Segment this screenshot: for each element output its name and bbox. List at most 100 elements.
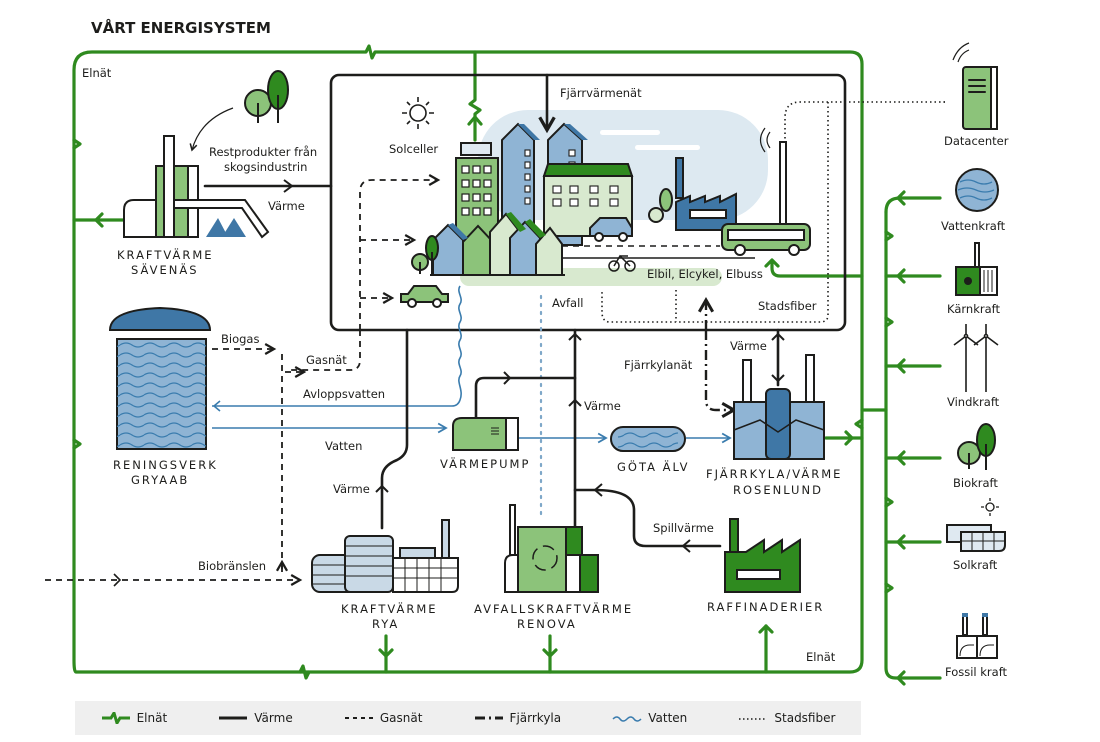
- legend-item-gasnat: Gasnät: [344, 711, 423, 725]
- kraftvarme-rya-icon: [311, 519, 459, 593]
- varmepump-label: VÄRMEPUMP: [440, 456, 530, 471]
- savenas-label-2: SÄVENÄS: [131, 262, 199, 277]
- car-icon: [400, 285, 449, 308]
- rosenlund-varme-label: Värme: [730, 339, 767, 353]
- electric-bus-icon: [721, 223, 811, 256]
- trees-icon: [244, 70, 289, 123]
- gas-city-link: [288, 330, 361, 371]
- avloppsvatten-arrow: [212, 400, 221, 412]
- varme-line-icon: [219, 716, 248, 720]
- varmepump-icon: [452, 417, 519, 451]
- fossil-plant-icon: [956, 613, 998, 659]
- savenas-varme-arrow: [283, 179, 294, 193]
- rosenlund-icon: [733, 354, 825, 460]
- gota-alv-label: GÖTA ÄLV: [617, 458, 690, 474]
- raffinaderier-label: RAFFINADERIER: [707, 600, 824, 614]
- electric-car-icon: [589, 217, 633, 242]
- legend-label: Elnät: [136, 711, 168, 725]
- nuclear-plant-icon: [955, 242, 998, 296]
- grid-arrow-rosenlund: [844, 430, 854, 446]
- city-box: [329, 73, 847, 332]
- wind-turbine-icon: [953, 324, 999, 392]
- renova-label-2: RENOVA: [517, 617, 577, 631]
- sources-grid-bus: [860, 190, 942, 686]
- rya-label-2: RYA: [372, 617, 399, 631]
- raffinaderier-icon: [724, 518, 801, 593]
- legend-label: Stadsfiber: [774, 711, 836, 725]
- avloppsvatten-label: Avloppsvatten: [303, 387, 385, 401]
- cloud: [635, 145, 700, 150]
- legend-label: Värme: [254, 711, 293, 725]
- tree-icon: [411, 235, 439, 274]
- grid-arrow-renova: [542, 648, 558, 658]
- legend-label: Fjärrkyla: [509, 711, 562, 725]
- vatten-line-icon: [612, 716, 642, 722]
- elnat-label-bottom: Elnät: [806, 650, 836, 664]
- grid-to-bus: [770, 260, 864, 278]
- grid-arrow-bus: [764, 258, 780, 268]
- fjarrkyla-line-icon: [474, 716, 503, 720]
- gryaab-label-1: RENINGSVERK: [113, 458, 218, 472]
- gryaab-label-2: GRYAAB: [131, 473, 189, 487]
- biogas-label: Biogas: [221, 332, 259, 346]
- source-label-vattenkraft: Vattenkraft: [941, 219, 1006, 233]
- fjarrkyla-from-rosenlund: [704, 330, 738, 419]
- trees-icon: [957, 423, 996, 470]
- legend-item-stadsfiber: Stadsfiber: [738, 711, 835, 725]
- green-roof-building: [542, 163, 634, 237]
- fjarrkylanat-label: Fjärrkylanät: [624, 358, 693, 372]
- gasnat-label: Gasnät: [306, 353, 347, 367]
- reningsverk-gryaab-icon: [108, 306, 212, 450]
- legend-item-fjarrkyla: Fjärrkyla: [474, 711, 562, 725]
- cloud: [600, 130, 660, 135]
- legend-item-elnat: Elnät: [101, 711, 168, 725]
- spillvarme-label: Spillvärme: [653, 521, 714, 535]
- sun-icon: [402, 97, 434, 129]
- renova-arrow-mid: [568, 398, 582, 407]
- rya-varme-arrow: [375, 484, 389, 493]
- legend-item-varme: Värme: [218, 711, 293, 725]
- grid-arrow-savenas: [94, 212, 104, 228]
- bike-icon: [608, 254, 636, 272]
- biobranslen-label: Biobränslen: [198, 559, 266, 573]
- restprodukter-label-2: skogsindustrin: [224, 160, 307, 174]
- legend: Elnät Värme Gasnät Fjärrkyla Vatten Stad…: [75, 701, 861, 735]
- source-label-datacenter: Datacenter: [944, 134, 1009, 148]
- grid-arrow-solceller: [467, 115, 483, 126]
- source-label-solkraft: Solkraft: [953, 558, 998, 572]
- grid-solceller: [468, 50, 482, 142]
- houses: [430, 212, 565, 276]
- gasnat-line-icon: [344, 717, 373, 719]
- antenna-icon: [759, 127, 787, 225]
- vatten-label: Vatten: [325, 439, 362, 453]
- solceller-label: Solceller: [389, 142, 438, 156]
- rya-varme-label: Värme: [333, 482, 370, 496]
- varmepump-varme-line: [474, 376, 577, 420]
- source-label-biokraft: Biokraft: [953, 476, 998, 490]
- source-label-vindkraft: Vindkraft: [947, 395, 1000, 409]
- solar-panel-icon: [946, 498, 1006, 552]
- diagram-title: VÅRT ENERGISYSTEM: [91, 18, 271, 37]
- rosenlund-label-2: ROSENLUND: [733, 483, 823, 497]
- transport-label: Elbil, Elcykel, Elbuss: [647, 267, 763, 281]
- rosenlund-varme-arrows: [771, 332, 785, 383]
- stadsfiber-line-icon: [739, 718, 768, 720]
- elnat-grid-loop: [72, 44, 864, 680]
- kraftvarme-savenas-icon: [123, 135, 270, 239]
- grid-arrow-rya: [378, 648, 394, 658]
- stadsfiber-label: Stadsfiber: [758, 299, 817, 313]
- solar-panel-icon: [460, 142, 492, 156]
- legend-label: Gasnät: [379, 711, 423, 725]
- elnat-label-top: Elnät: [82, 66, 112, 80]
- biobranslen-arrow: [113, 573, 122, 587]
- renova-varme-label: Värme: [584, 399, 621, 413]
- server-icon: [952, 42, 998, 130]
- restprodukter-label-1: Restprodukter från: [209, 145, 317, 159]
- avfallskraftvarme-renova-icon: [504, 504, 599, 593]
- spillvarme-line: [573, 488, 722, 548]
- avloppsvatten-line: [212, 285, 462, 407]
- stadsfiber-loop: [601, 102, 829, 323]
- spillvarme-arrow-2: [681, 539, 691, 553]
- legend-label: Vatten: [648, 711, 688, 725]
